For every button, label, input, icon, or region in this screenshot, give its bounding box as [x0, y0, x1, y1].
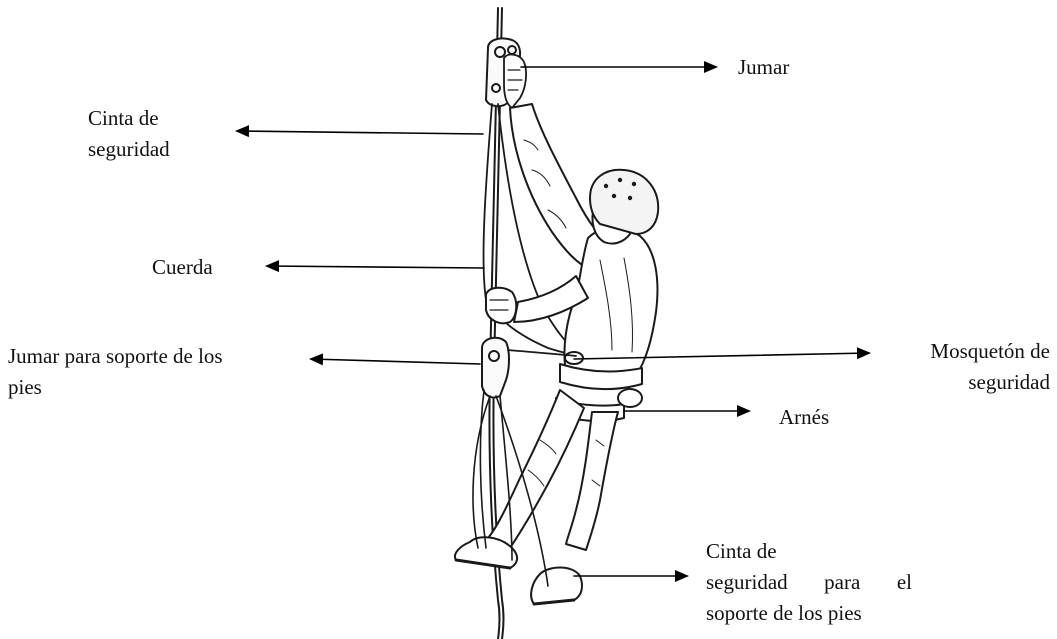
label-arnes: Arnés: [779, 402, 829, 433]
label-jumar-pies-line1: Jumar para soporte de los: [8, 341, 223, 372]
label-jumar: Jumar: [738, 52, 789, 83]
label-cinta-pies-line2: seguridad para el: [706, 567, 912, 598]
legs: [488, 390, 618, 550]
label-mosqueton: Mosquetón de seguridad: [896, 336, 1050, 398]
label-cinta-seguridad: Cinta de seguridad: [88, 103, 170, 165]
label-jumar-pies: Jumar para soporte de los pies: [8, 341, 223, 403]
arrow-jumar-pies: [311, 359, 480, 364]
label-mosqueton-line1: Mosquetón de: [896, 336, 1050, 367]
label-cinta-pies-line3: soporte de los pies: [706, 598, 912, 629]
label-cuerda: Cuerda: [152, 252, 213, 283]
label-cinta-pies-line1: Cinta de: [706, 536, 912, 567]
arrow-cuerda: [267, 266, 484, 268]
arrow-cinta-seguridad: [237, 131, 483, 134]
label-cinta-seguridad-line1: Cinta de: [88, 103, 170, 134]
boots: [455, 537, 582, 604]
label-mosqueton-line2: seguridad: [896, 367, 1050, 398]
label-arnes-text: Arnés: [779, 402, 829, 433]
label-cinta-pies: Cinta de seguridad para el soporte de lo…: [706, 536, 912, 629]
label-jumar-pies-line2: pies: [8, 372, 223, 403]
label-jumar-text: Jumar: [738, 52, 789, 83]
label-cuerda-text: Cuerda: [152, 252, 213, 283]
label-cinta-seguridad-line2: seguridad: [88, 134, 170, 165]
upper-hand: [504, 55, 526, 108]
head: [590, 170, 658, 244]
leader-arrows: [237, 67, 869, 576]
